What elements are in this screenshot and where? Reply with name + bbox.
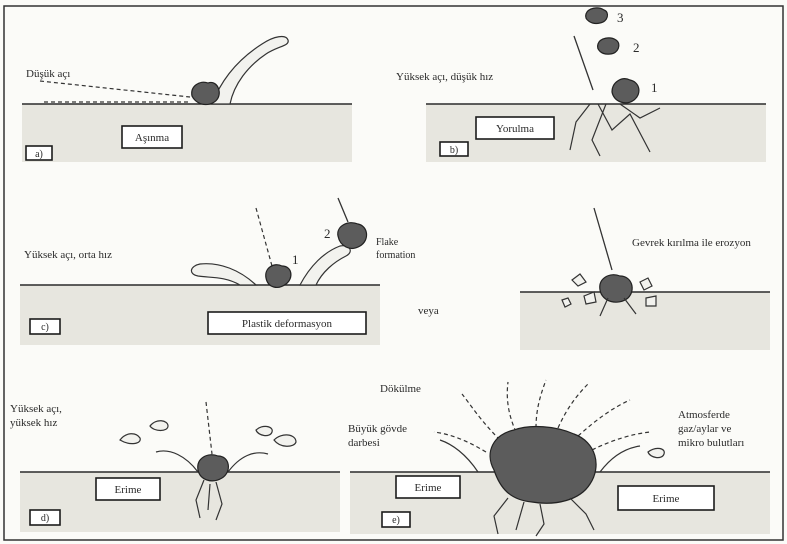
panel-e-left-label-2: darbesi bbox=[348, 437, 380, 449]
panel-b-number-1: 1 bbox=[651, 80, 658, 95]
panel-d-droplet-1 bbox=[120, 434, 140, 444]
panel-c-alt: Gevrek kırılma ile erozyon bbox=[520, 208, 770, 350]
panel-c-trajectory-1 bbox=[256, 208, 272, 266]
panel-b-particle-2 bbox=[598, 38, 619, 54]
panel-c-alt-fragment-3 bbox=[640, 278, 652, 290]
panel-e-box-right: Erime bbox=[653, 493, 680, 505]
panel-c-particle-2 bbox=[338, 223, 367, 249]
panel-b-particle-1 bbox=[612, 79, 639, 103]
panel-d-droplet-4 bbox=[274, 435, 296, 446]
panel-c-alt-ground bbox=[520, 292, 770, 350]
panel-a-particle bbox=[192, 82, 220, 104]
panel-c-left-lip bbox=[191, 264, 256, 285]
panel-c-right-lip bbox=[300, 246, 350, 285]
panel-d: Yüksek açı, yüksek hız Erime d) bbox=[10, 402, 340, 532]
panel-b-angle-label: Yüksek açı, düşük hız bbox=[396, 71, 493, 83]
panel-e-droplet bbox=[648, 448, 664, 457]
panel-c-tag: c) bbox=[41, 322, 49, 333]
panel-c-box-label: Plastik deformasyon bbox=[242, 318, 333, 330]
panel-e-ray-7 bbox=[434, 432, 486, 452]
panel-c-alt-arrow bbox=[594, 208, 612, 270]
outer-frame bbox=[4, 6, 783, 540]
panel-a-trajectory-1 bbox=[40, 81, 190, 97]
panel-d-droplet-2 bbox=[150, 421, 168, 431]
panel-d-particle bbox=[198, 455, 229, 481]
panel-e-large-particle bbox=[490, 427, 596, 504]
panel-a-box-label: Aşınma bbox=[135, 132, 169, 144]
panel-e-right-label-2: gaz/aylar ve bbox=[678, 423, 732, 435]
panel-e-top-label: Dökülme bbox=[380, 383, 421, 395]
panel-c: Yüksek açı, orta hız 1 2 Flake formation… bbox=[20, 198, 415, 345]
panel-d-tag: d) bbox=[41, 513, 49, 524]
panel-e-right-label-3: mikro bulutları bbox=[678, 437, 744, 449]
panel-e-ray-2 bbox=[507, 382, 516, 432]
panel-c-flake-label-2: formation bbox=[376, 250, 415, 261]
panel-c-angle-label: Yüksek açı, orta hız bbox=[24, 249, 112, 261]
panel-a: Düşük açı Aşınma a) bbox=[22, 37, 352, 162]
panel-a-ground bbox=[22, 104, 352, 162]
panel-c-alt-particle bbox=[600, 275, 632, 302]
panel-c-alt-label: Gevrek kırılma ile erozyon bbox=[632, 237, 751, 249]
panel-d-trajectory bbox=[206, 402, 212, 454]
panel-b: Yüksek açı, düşük hız 3 2 1 Yorulma b) bbox=[396, 8, 766, 162]
panel-c-number-2: 2 bbox=[324, 226, 331, 241]
panel-d-angle-label-2: yüksek hız bbox=[10, 417, 57, 429]
panel-b-particle-3 bbox=[586, 8, 608, 24]
panel-c-trajectory-2 bbox=[338, 198, 348, 222]
panel-e: Dökülme Büyük gövde darbesi Atmosferde g… bbox=[348, 380, 770, 536]
panel-b-number-2: 2 bbox=[633, 40, 640, 55]
panel-d-angle-label-1: Yüksek açı, bbox=[10, 403, 62, 415]
panel-c-flake-label-1: Flake bbox=[376, 237, 399, 248]
panel-b-number-3: 3 bbox=[617, 10, 624, 25]
panel-e-box-left: Erime bbox=[415, 482, 442, 494]
panel-b-tag: b) bbox=[450, 145, 458, 156]
panel-c-particle-1 bbox=[266, 265, 291, 288]
panel-d-droplet-3 bbox=[256, 426, 272, 435]
panel-a-chip bbox=[212, 37, 288, 104]
panel-e-ray-5 bbox=[578, 400, 630, 436]
panel-e-ray-6 bbox=[592, 432, 650, 450]
panel-e-tag: e) bbox=[392, 515, 400, 526]
panel-b-impact-arrow bbox=[574, 36, 593, 90]
panel-d-box-label: Erime bbox=[115, 484, 142, 496]
panel-b-box-label: Yorulma bbox=[496, 123, 534, 135]
panel-e-ray-3 bbox=[536, 380, 546, 428]
panel-e-left-label-1: Büyük gövde bbox=[348, 423, 407, 435]
panel-e-ray-1 bbox=[462, 394, 500, 440]
panel-a-angle-label: Düşük açı bbox=[26, 68, 70, 80]
veya-connector: veya bbox=[418, 305, 439, 317]
panel-e-right-label-1: Atmosferde bbox=[678, 409, 730, 421]
panel-c-number-1: 1 bbox=[292, 252, 299, 267]
panel-a-tag: a) bbox=[35, 149, 43, 160]
panel-c-alt-fragment-4 bbox=[646, 296, 656, 306]
panel-c-alt-fragment-1 bbox=[572, 274, 586, 286]
panel-e-ray-4 bbox=[558, 384, 588, 428]
panel-d-ground bbox=[20, 472, 340, 532]
